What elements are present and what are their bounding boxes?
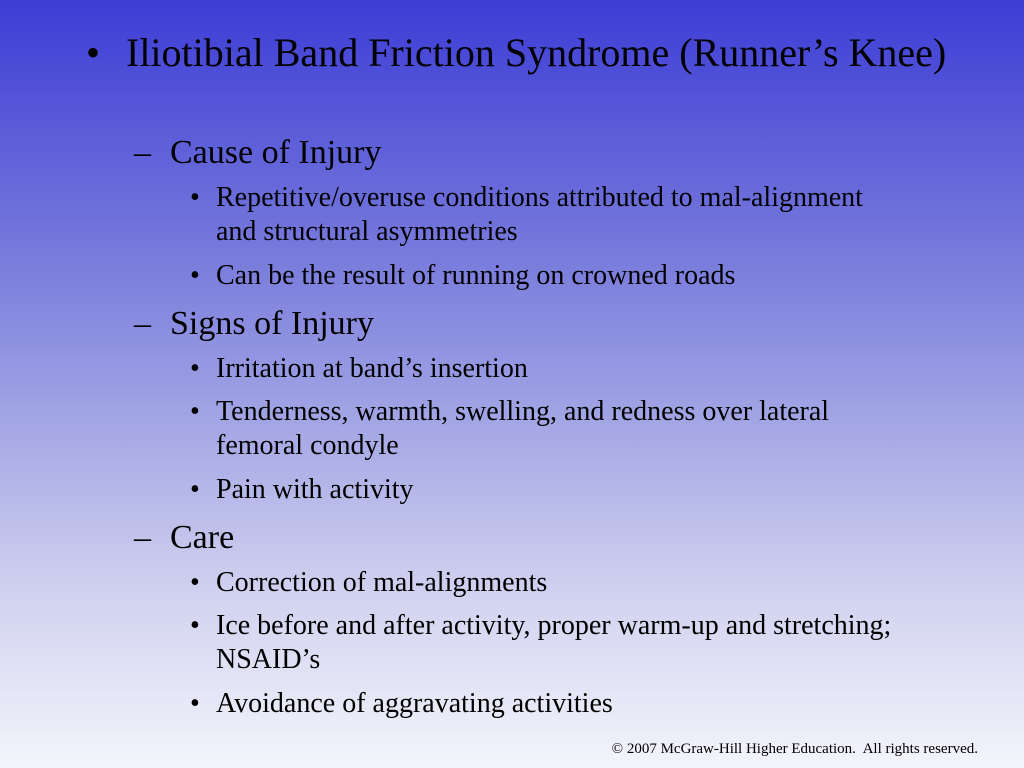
bullet-icon: • bbox=[190, 610, 200, 641]
list-item: • Pain with activity bbox=[190, 473, 910, 507]
list-item-text: Repetitive/overuse conditions attributed… bbox=[216, 182, 863, 247]
section-heading-care: – Care bbox=[134, 518, 994, 558]
list-item: • Avoidance of aggravating activities bbox=[190, 687, 910, 721]
dash-icon: – bbox=[134, 305, 151, 342]
section-heading-cause: – Cause of Injury bbox=[134, 133, 994, 173]
bullet-icon: • bbox=[190, 396, 200, 427]
bullet-icon: • bbox=[86, 30, 101, 75]
section-heading-text: Signs of Injury bbox=[170, 305, 374, 342]
list-item: • Repetitive/overuse conditions attribut… bbox=[190, 181, 910, 249]
list-item-text: Can be the result of running on crowned … bbox=[216, 260, 736, 291]
list-item-text: Correction of mal-alignments bbox=[216, 567, 548, 598]
list-item: • Can be the result of running on crowne… bbox=[190, 259, 910, 293]
list-item: • Correction of mal-alignments bbox=[190, 566, 910, 600]
list-item: • Tenderness, warmth, swelling, and redn… bbox=[190, 395, 910, 463]
bullet-icon: • bbox=[190, 260, 200, 291]
bullet-icon: • bbox=[190, 182, 200, 213]
list-item: • Irritation at band’s insertion bbox=[190, 352, 910, 386]
slide-title: • Iliotibial Band Friction Syndrome (Run… bbox=[86, 30, 986, 76]
list-item-text: Tenderness, warmth, swelling, and rednes… bbox=[216, 396, 830, 461]
list-item-text: Irritation at band’s insertion bbox=[216, 353, 528, 384]
section-heading-signs: – Signs of Injury bbox=[134, 304, 994, 344]
bullet-icon: • bbox=[190, 474, 200, 505]
list-item: • Ice before and after activity, proper … bbox=[190, 609, 910, 677]
dash-icon: – bbox=[134, 134, 151, 171]
section-heading-text: Cause of Injury bbox=[170, 134, 382, 171]
list-item-text: Ice before and after activity, proper wa… bbox=[216, 610, 892, 675]
bullet-icon: • bbox=[190, 353, 200, 384]
list-item-text: Avoidance of aggravating activities bbox=[216, 688, 613, 719]
slide-title-text: Iliotibial Band Friction Syndrome (Runne… bbox=[126, 30, 947, 75]
dash-icon: – bbox=[134, 519, 151, 556]
copyright-footer: © 2007 McGraw-Hill Higher Education. All… bbox=[611, 741, 978, 757]
list-item-text: Pain with activity bbox=[216, 474, 414, 505]
section-heading-text: Care bbox=[170, 519, 235, 556]
bullet-icon: • bbox=[190, 688, 200, 719]
bullet-icon: • bbox=[190, 567, 200, 598]
